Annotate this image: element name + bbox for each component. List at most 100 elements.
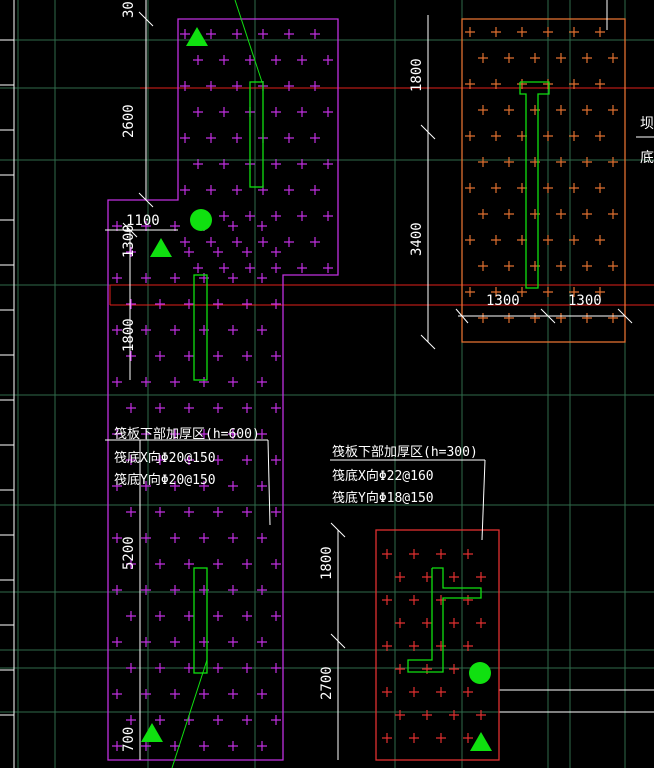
rebar-cross-icon — [242, 559, 252, 569]
rebar-cross-icon — [323, 107, 333, 117]
rebar-cross-icon — [257, 481, 267, 491]
rebar-cross-icon — [228, 429, 238, 439]
annotation-right-line3: 筏底Y向Φ18@150 — [332, 490, 434, 506]
rebar-cross-icon — [180, 133, 190, 143]
rebar-cross-icon — [382, 595, 392, 605]
rebar-cross-icon — [155, 715, 165, 725]
rebar-cross-icon — [476, 710, 486, 720]
rebar-cross-icon — [271, 211, 281, 221]
rebar-cross-icon — [297, 159, 307, 169]
dim-1800-top: 1800 — [409, 58, 425, 92]
annotation-right-line1: 筏板下部加厚区(h=300) — [332, 444, 478, 460]
rebar-cross-icon — [608, 261, 618, 271]
triangle-marker-icon[interactable] — [141, 723, 163, 742]
rebar-cross-icon — [257, 377, 267, 387]
rebar-cross-icon — [271, 507, 281, 517]
rebar-cross-icon — [126, 663, 136, 673]
rebar-cross-icon — [245, 211, 255, 221]
triangle-marker-icon[interactable] — [186, 27, 208, 46]
triangle-marker-icon[interactable] — [150, 238, 172, 257]
rebar-cross-icon — [504, 157, 514, 167]
rebar-cross-icon — [206, 185, 216, 195]
annotation-left-line3: 筏底Y向Φ20@150 — [114, 472, 216, 488]
rebar-cross-icon — [126, 611, 136, 621]
thickened-zone-h600[interactable] — [107, 18, 339, 761]
orange-zone[interactable] — [461, 18, 626, 343]
rebar-cross-icon — [476, 618, 486, 628]
rebar-cross-icon — [141, 585, 151, 595]
rebar-cross-icon — [595, 79, 605, 89]
dim-700: 700 — [121, 727, 137, 752]
rebar-cross-icon — [595, 235, 605, 245]
rebar-cross-icon — [323, 211, 333, 221]
rebar-cross-icon — [543, 79, 553, 89]
rebar-cross-icon — [310, 237, 320, 247]
markers — [141, 27, 492, 751]
rebar-cross-icon — [323, 55, 333, 65]
rebar-cross-icon — [382, 687, 392, 697]
rebar-cross-icon — [465, 183, 475, 193]
rebar-cross-icon — [409, 687, 419, 697]
rebar-cross-icon — [213, 663, 223, 673]
rebar-cross-icon — [608, 157, 618, 167]
rebar-cross-icon — [271, 351, 281, 361]
rebar-cross-icon — [382, 733, 392, 743]
rebar-cross-icon — [271, 263, 281, 273]
rebar-cross-icon — [219, 211, 229, 221]
rebar-cross-icon — [395, 710, 405, 720]
thickened-zone-h300[interactable] — [375, 529, 500, 761]
rebar-cross-icon — [517, 235, 527, 245]
rebar-cross-icon — [232, 81, 242, 91]
pier-outline-red-zone[interactable] — [407, 567, 482, 673]
pier-outline-orange-zone[interactable] — [519, 81, 550, 289]
rebar-cross-icon — [155, 611, 165, 621]
rebar-cross-icon — [232, 237, 242, 247]
rebar-cross-icon — [213, 351, 223, 361]
rebar-cross-icon — [112, 689, 122, 699]
rebar-cross-icon — [213, 403, 223, 413]
rebar-cross-icon — [271, 455, 281, 465]
rebar-cross-icon — [228, 377, 238, 387]
annotation-right: 筏板下部加厚区(h=300) 筏底X向Φ22@160 筏底Y向Φ18@150 — [332, 444, 478, 506]
rebar-cross-icon — [271, 403, 281, 413]
rebar-cross-icon — [463, 549, 473, 559]
edge-text: 坝 底 — [636, 116, 654, 166]
rebar-cross-icon — [155, 455, 165, 465]
rebar-cross-icon — [543, 235, 553, 245]
rebar-cross-icon — [126, 351, 136, 361]
rebar-cross-icon — [258, 237, 268, 247]
rebar-cross-icon — [491, 131, 501, 141]
circle-marker-icon[interactable] — [190, 209, 212, 231]
rebar-cross-icon — [213, 247, 223, 257]
pier-outline-bottom-left[interactable] — [193, 567, 208, 674]
rebar-cross-icon — [242, 663, 252, 673]
rebar-cross-icon — [608, 209, 618, 219]
dim-1100: 1100 — [126, 213, 160, 229]
rebar-cross-icon — [126, 299, 136, 309]
rebar-cross-icon — [170, 585, 180, 595]
rebar-cross-icon — [543, 183, 553, 193]
rebar-cross-icon — [112, 741, 122, 751]
rebar-cross-icon — [582, 261, 592, 271]
rebar-cross-icon — [556, 209, 566, 219]
rebar-cross-icon — [199, 689, 209, 699]
rebar-cross-icon — [436, 595, 446, 605]
rebar-cross-icon — [180, 29, 190, 39]
rebar-cross-icon — [219, 55, 229, 65]
rebar-cross-icon — [595, 27, 605, 37]
rebar-cross-icon — [395, 664, 405, 674]
rebar-cross-icon — [504, 261, 514, 271]
rebar-cross-icon — [206, 237, 216, 247]
dim-1300-b: 1300 — [568, 293, 602, 309]
rebar-cross-icon — [242, 247, 252, 257]
rebar-cross-icon — [463, 733, 473, 743]
pier-outline-top-left[interactable] — [249, 81, 264, 188]
rebar-cross-icon — [228, 221, 238, 231]
pier-outline-mid-left[interactable] — [193, 274, 208, 381]
rebar-cross-icon — [310, 81, 320, 91]
circle-marker-icon[interactable] — [469, 662, 491, 684]
rebar-cross-icon — [199, 533, 209, 543]
rebar-cross-icon — [213, 299, 223, 309]
triangle-marker-icon[interactable] — [470, 732, 492, 751]
